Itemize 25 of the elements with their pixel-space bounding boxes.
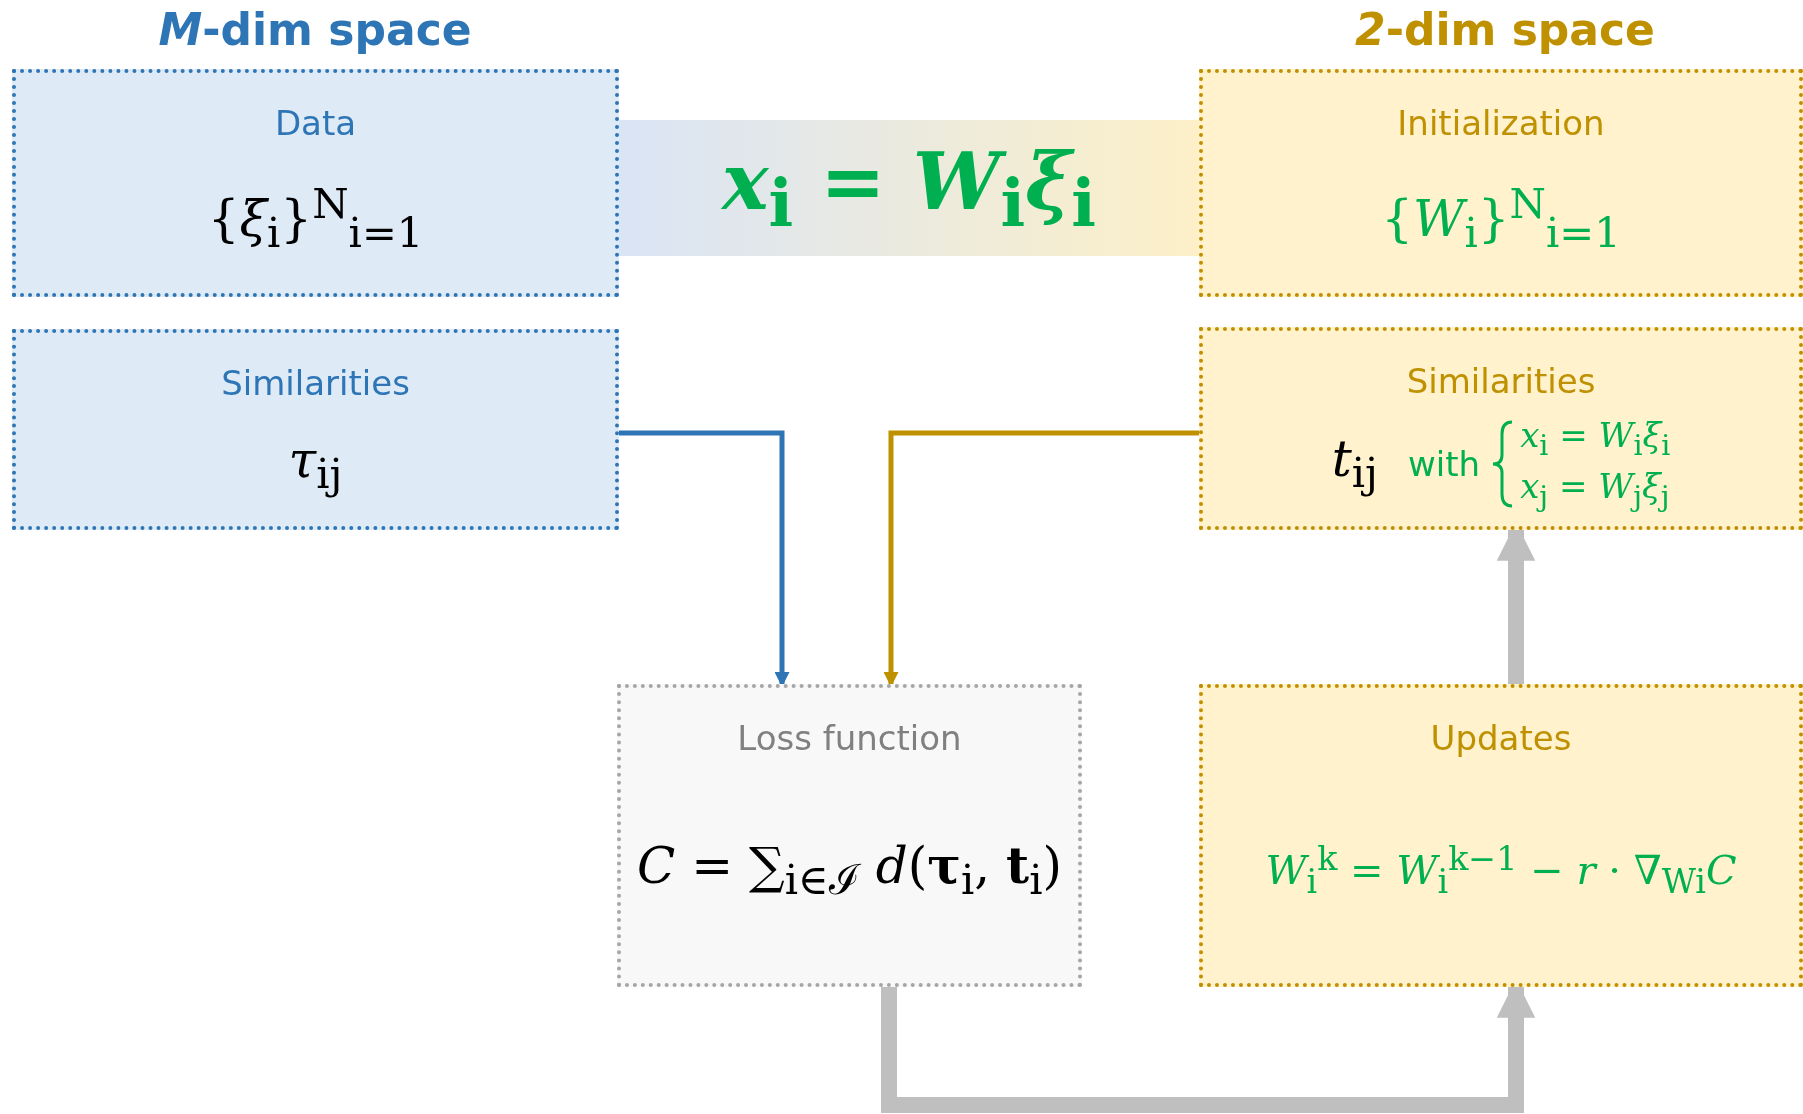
section-heading: M-dim space [158, 4, 472, 55]
box-title: Similarities [221, 363, 410, 403]
equation: x$_{i}$ = W$_{i}$ξ$_{i}$ [721, 135, 1097, 241]
loss-function-box [617, 684, 1082, 987]
initialization-box [1199, 69, 1803, 297]
formula: τ$_{ij}$ [288, 431, 343, 498]
formula: t$_{ij}$ [1331, 430, 1378, 497]
similarities-box [1199, 327, 1803, 530]
text: with [1408, 443, 1481, 484]
formula: W$_{i}$$^{k}$ = W$_{i}$$^{k−1}$ − r · ∇$_{Wi}$C [1265, 839, 1737, 902]
box-title: Updates [1430, 718, 1572, 758]
equation-band [619, 120, 1199, 256]
section-heading: 2-dim space [1355, 4, 1655, 55]
updates-box [1199, 684, 1803, 987]
formula: C = ∑$_{i∈ℐ}$ d(τ$_{i}$, t$_{i}$) [637, 835, 1062, 906]
formula: x$_{i}$ = W$_{i}$ξ$_{i}$ [1520, 414, 1671, 462]
data-box [12, 69, 619, 297]
arrow [883, 430, 1199, 687]
box-title: Data [274, 103, 357, 143]
box-title: Initialization [1397, 103, 1605, 143]
formula: x$_{j}$ = W$_{j}$ξ$_{j}$ [1520, 465, 1671, 513]
box-title: Loss function [737, 718, 962, 758]
arrow [619, 430, 790, 687]
box-title: Similarities [1406, 361, 1596, 401]
similarities-box [12, 329, 619, 530]
